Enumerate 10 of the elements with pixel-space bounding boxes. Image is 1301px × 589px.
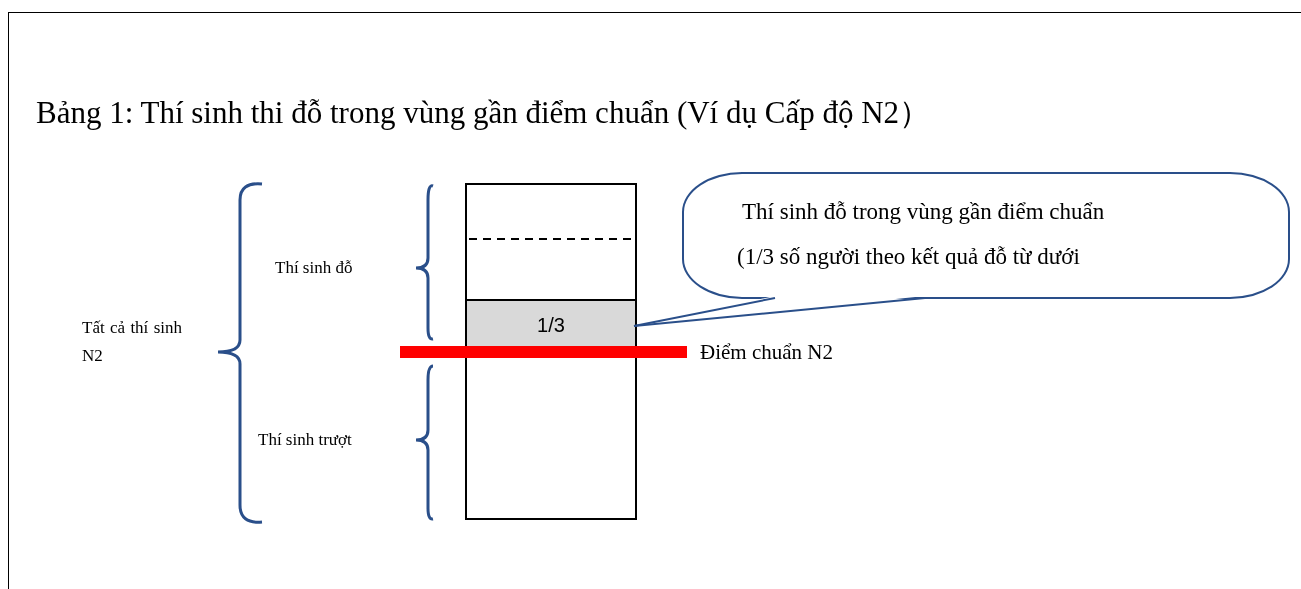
label: Thí sinh trượt [258,429,352,451]
title: Bảng 1: Thí sinh thi đỗ trong vùng gần điểm chuẩn (Ví dụ Cấp độ N2） [36,94,931,132]
label: Tất cả thí sinh N2 [82,317,182,367]
callout-tail [633,297,776,327]
callout-text: (1/3 số người theo kết quả đỗ từ dưới [737,244,1080,270]
label: Thí sinh đỗ [275,257,353,279]
callout-text: Thí sinh đỗ trong vùng gần điểm chuẩn [742,199,1105,225]
score-column [465,183,637,520]
highlight-cell: 1/3 [467,299,635,349]
label: Điểm chuẩn N2 [700,339,833,366]
